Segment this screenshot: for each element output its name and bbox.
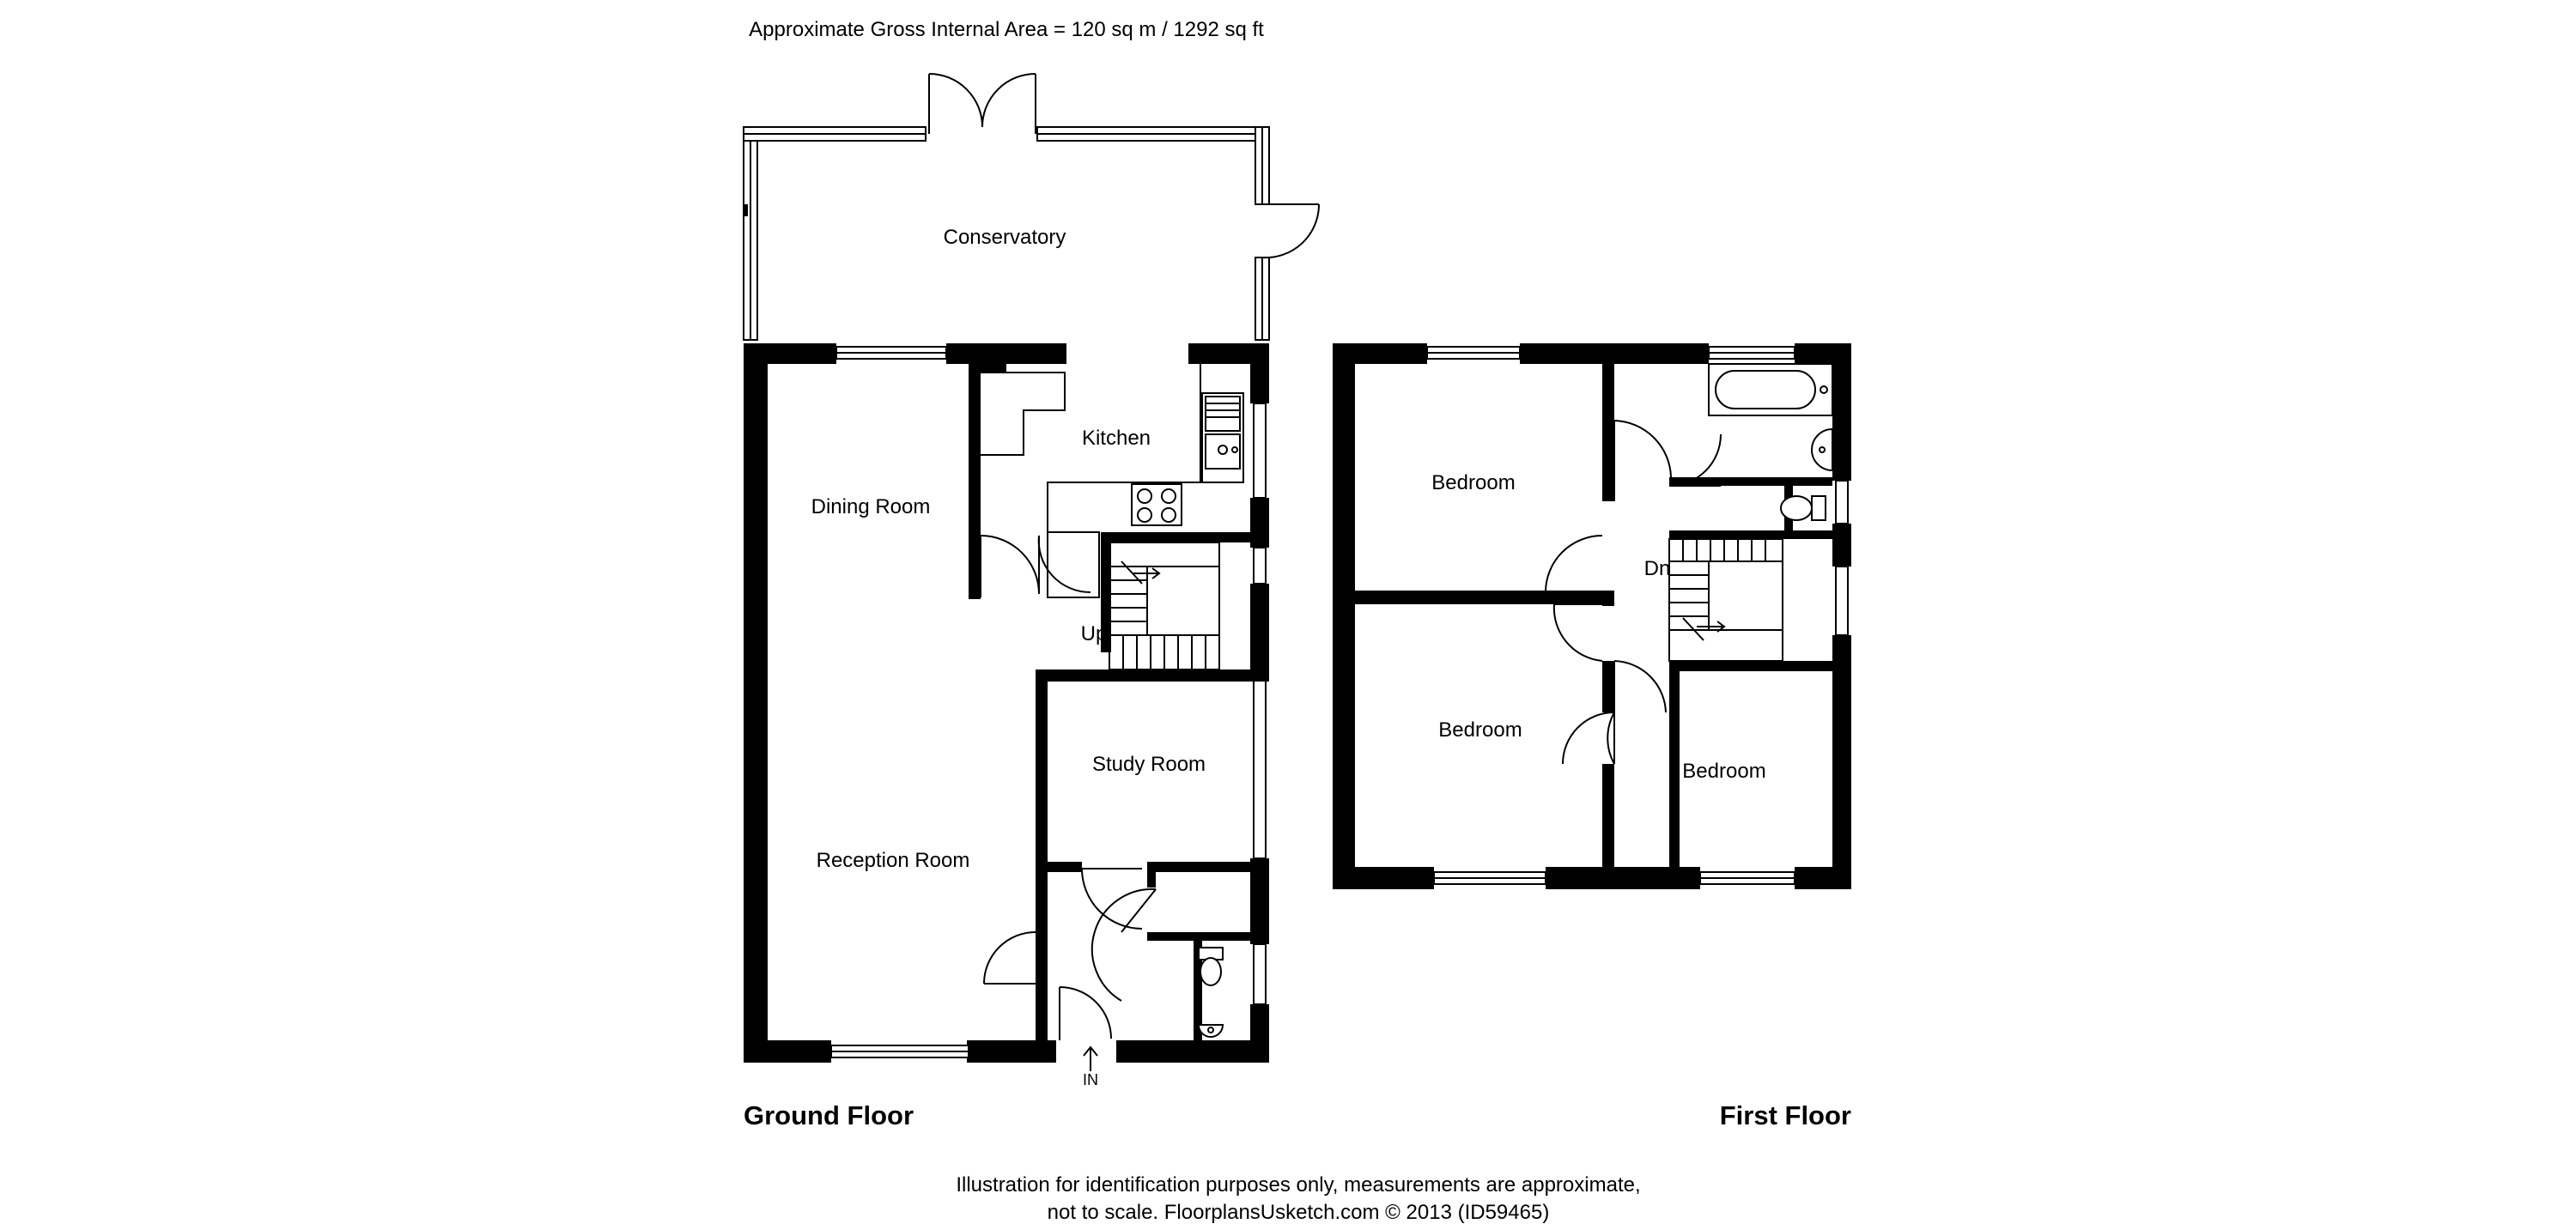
first-floor-title: First Floor (1720, 1100, 1851, 1130)
conservatory-frame (743, 126, 1270, 341)
ground-floor-doors (980, 535, 1157, 1040)
stairs-up-label: Up (1081, 622, 1108, 645)
ground-floor-plan (743, 73, 1321, 1071)
room-label-bedroom-3: Bedroom (1682, 760, 1765, 783)
conservatory-french-doors (928, 73, 1036, 134)
entrance-arrow-icon (1083, 1045, 1098, 1071)
ground-floor-stairs (1109, 542, 1220, 670)
room-label-kitchen: Kitchen (1082, 427, 1151, 450)
first-floor-plan (1333, 343, 1851, 889)
ground-floor-title: Ground Floor (744, 1100, 914, 1130)
ground-floor-windows (830, 346, 1267, 1058)
room-label-reception-room: Reception Room (817, 849, 970, 872)
kitchen-units (981, 361, 1244, 598)
room-label-dining-room: Dining Room (811, 495, 931, 518)
disclaimer-line-2: not to scale. FloorplansUsketch.com © 20… (1048, 1201, 1550, 1224)
wc-fixtures (1197, 947, 1224, 1038)
stairs-down-label: Dn (1644, 557, 1671, 580)
gross-area-text: Approximate Gross Internal Area = 120 sq… (749, 18, 1264, 41)
room-label-conservatory: Conservatory (944, 226, 1066, 249)
room-label-study-room: Study Room (1092, 753, 1206, 776)
disclaimer-line-1: Illustration for identification purposes… (956, 1173, 1640, 1197)
room-label-bedroom-1: Bedroom (1431, 471, 1515, 494)
ground-floor-walls (744, 343, 1269, 1063)
conservatory-side-door (1261, 203, 1321, 259)
room-label-bedroom-2: Bedroom (1438, 718, 1522, 742)
entrance-label: IN (1083, 1071, 1098, 1088)
